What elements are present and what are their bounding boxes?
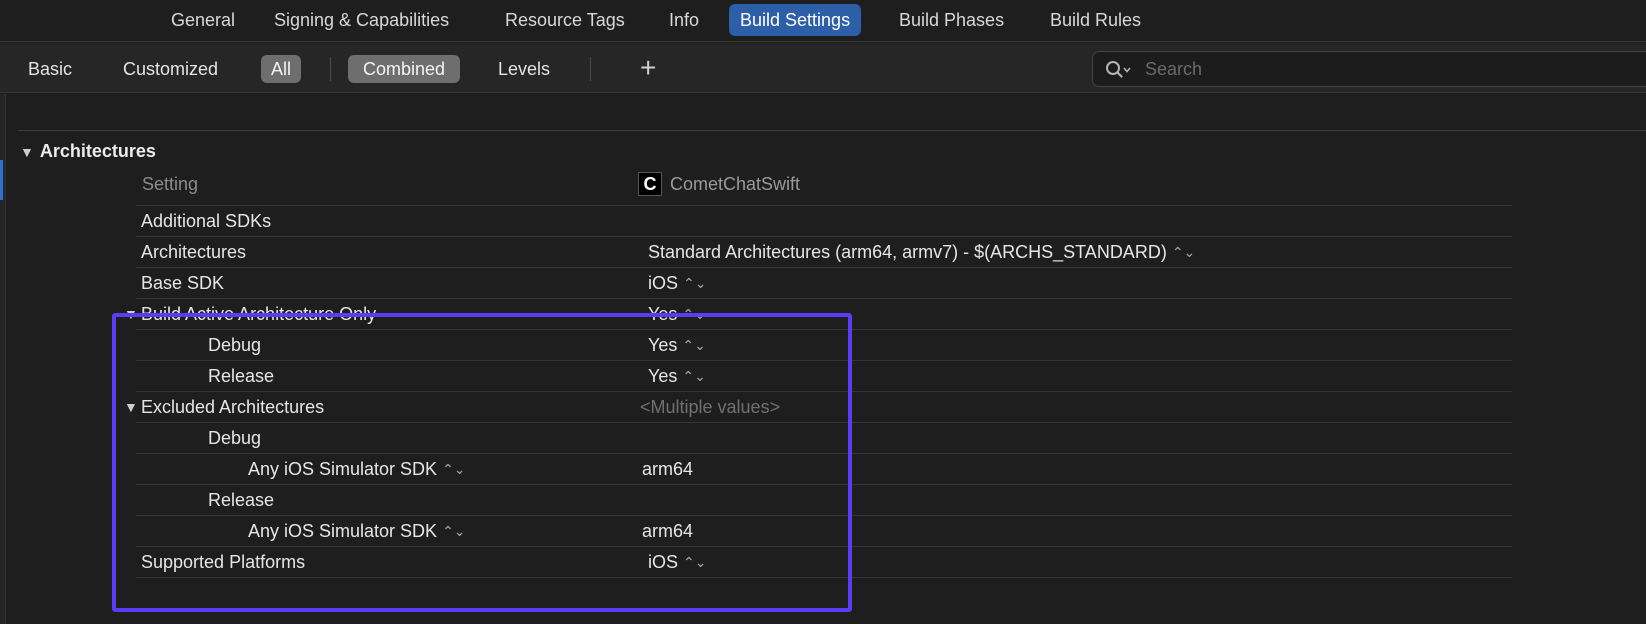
setting-row-excluded-architectures[interactable]: ▼ Excluded Architectures <Multiple value… xyxy=(124,392,1512,423)
value-text: Standard Architectures (arm64, armv7) - … xyxy=(648,242,1167,262)
section-architectures[interactable]: ▼ Architectures xyxy=(20,138,156,164)
tab-general[interactable]: General xyxy=(171,10,236,30)
filter-customized-button[interactable]: Customized xyxy=(123,59,219,79)
disclosure-triangle-icon[interactable]: ▼ xyxy=(124,399,138,415)
setting-row-additional-sdks[interactable]: Additional SDKs xyxy=(136,206,1512,237)
view-levels-button[interactable]: Levels xyxy=(498,59,551,79)
target-name: CometChatSwift xyxy=(670,174,801,194)
selection-marker xyxy=(0,160,3,200)
setting-value[interactable]: iOS⌃⌄ xyxy=(648,547,706,578)
build-settings-list xyxy=(7,94,1646,624)
setting-value[interactable]: Standard Architectures (arm64, armv7) - … xyxy=(648,237,1195,268)
setting-value[interactable]: iOS⌃⌄ xyxy=(648,268,706,299)
up-down-chevron-icon[interactable]: ⌃⌄ xyxy=(682,368,706,384)
search-input[interactable] xyxy=(1145,56,1625,82)
view-combined-button[interactable]: Combined xyxy=(348,55,461,83)
add-setting-button[interactable]: + xyxy=(640,52,657,83)
target-column-header[interactable]: C CometChatSwift xyxy=(638,172,800,196)
value-text: iOS xyxy=(648,273,679,293)
setting-row-supported-platforms[interactable]: Supported Platforms iOS⌃⌄ xyxy=(136,547,1512,578)
target-app-icon: C xyxy=(638,172,662,196)
search-icon[interactable] xyxy=(1105,60,1133,80)
filter-divider xyxy=(590,57,591,81)
setting-row-any-ios-simulator-sdk[interactable]: Any iOS Simulator SDK⌃⌄ arm64 xyxy=(136,454,1512,485)
setting-value[interactable]: Yes⌃⌄ xyxy=(648,330,706,361)
tab-info[interactable]: Info xyxy=(669,10,700,30)
up-down-chevron-icon[interactable]: ⌃⌄ xyxy=(683,275,707,291)
filter-divider xyxy=(330,57,331,81)
setting-row-debug[interactable]: Debug Yes⌃⌄ xyxy=(136,330,1512,361)
tab-build-settings[interactable]: Build Settings xyxy=(729,4,862,36)
up-down-chevron-icon[interactable]: ⌃⌄ xyxy=(442,461,466,477)
up-down-chevron-icon[interactable]: ⌃⌄ xyxy=(1171,244,1196,260)
tab-resource-tags[interactable]: Resource Tags xyxy=(505,10,625,30)
setting-label: Base SDK xyxy=(141,273,225,293)
tab-build-phases[interactable]: Build Phases xyxy=(899,10,1005,30)
setting-value[interactable]: arm64 xyxy=(642,521,694,541)
up-down-chevron-icon[interactable]: ⌃⌄ xyxy=(682,337,706,353)
disclosure-triangle-icon[interactable]: ▼ xyxy=(20,144,34,160)
highlight-box xyxy=(112,313,852,612)
setting-label: Supported Platforms xyxy=(141,552,306,572)
setting-value[interactable]: arm64 xyxy=(642,459,694,479)
section-title: Architectures xyxy=(39,141,156,161)
divider xyxy=(18,130,1646,131)
column-header-row: Setting C CometChatSwift xyxy=(136,168,1512,206)
filter-basic-button[interactable]: Basic xyxy=(28,59,73,79)
setting-label: Release xyxy=(208,366,275,386)
label-text: Any iOS Simulator SDK xyxy=(248,521,438,541)
value-text: iOS xyxy=(648,552,679,572)
tab-build-rules[interactable]: Build Rules xyxy=(1050,10,1142,30)
setting-label: Release xyxy=(208,490,275,510)
setting-label: Additional SDKs xyxy=(141,211,272,231)
search-field[interactable] xyxy=(1092,51,1646,87)
value-text: Yes xyxy=(648,366,678,386)
setting-row-any-ios-simulator-sdk[interactable]: Any iOS Simulator SDK⌃⌄ arm64 xyxy=(136,516,1512,547)
setting-label: Debug xyxy=(208,428,262,448)
setting-label[interactable]: Any iOS Simulator SDK⌃⌄ xyxy=(248,454,466,485)
up-down-chevron-icon[interactable]: ⌃⌄ xyxy=(442,523,466,539)
setting-label: Architectures xyxy=(141,242,247,262)
setting-row-release[interactable]: Release Yes⌃⌄ xyxy=(136,361,1512,392)
setting-label: Debug xyxy=(208,335,262,355)
setting-label[interactable]: Any iOS Simulator SDK⌃⌄ xyxy=(248,516,466,547)
setting-value[interactable]: <Multiple values> xyxy=(640,397,781,417)
setting-label: Excluded Architectures xyxy=(141,397,325,417)
label-text: Any iOS Simulator SDK xyxy=(248,459,438,479)
value-text: Yes xyxy=(648,335,678,355)
filter-all-button[interactable]: All xyxy=(261,55,302,83)
setting-row-base-sdk[interactable]: Base SDK iOS⌃⌄ xyxy=(136,268,1512,299)
setting-row-debug[interactable]: Debug xyxy=(136,423,1512,454)
setting-value[interactable]: Yes⌃⌄ xyxy=(648,361,706,392)
left-gutter xyxy=(0,94,6,624)
setting-row-architectures[interactable]: Architectures Standard Architectures (ar… xyxy=(136,237,1512,268)
filter-bar: Basic Customized All Combined Levels + xyxy=(0,43,1646,93)
editor-tab-bar: General Signing & Capabilities Resource … xyxy=(0,0,1646,42)
setting-column-header: Setting xyxy=(142,174,199,194)
setting-row-release[interactable]: Release xyxy=(136,485,1512,516)
tab-signing-capabilities[interactable]: Signing & Capabilities xyxy=(274,10,450,30)
up-down-chevron-icon[interactable]: ⌃⌄ xyxy=(683,554,707,570)
